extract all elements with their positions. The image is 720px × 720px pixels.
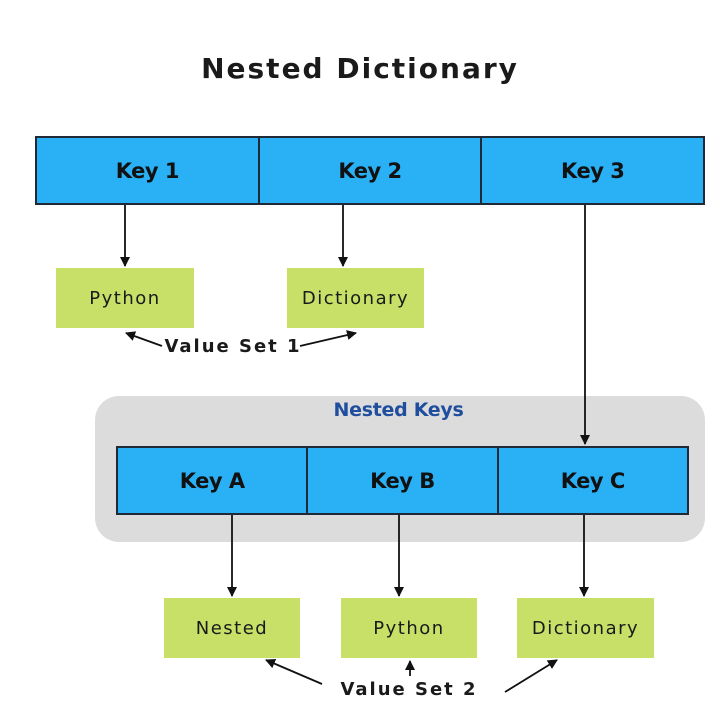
value-dictionary-1: Dictionary: [287, 268, 424, 328]
value-set-2-label: Value Set 2: [340, 679, 478, 700]
top-key-row: Key 1 Key 2 Key 3: [35, 136, 705, 205]
value-nested-2: Nested: [164, 598, 300, 658]
nested-key-row: Key A Key B Key C: [116, 446, 689, 515]
nested-keys-title: Nested Keys: [333, 399, 464, 421]
key-1: Key 1: [115, 158, 180, 183]
pointer-vs2-dictionary: [504, 659, 558, 693]
value-python-1: Python: [56, 268, 194, 328]
value-dictionary-2: Dictionary: [517, 598, 654, 658]
key-2: Key 2: [257, 138, 481, 203]
value-set-1-label: Value Set 1: [164, 336, 302, 357]
pointer-vs1-python: [125, 331, 163, 347]
value-python-2: Python: [341, 598, 477, 658]
pointer-vs1-dictionary: [299, 330, 357, 347]
key-a: Key A: [179, 468, 245, 493]
key-3: Key 3: [480, 138, 703, 203]
pointer-vs2-nested: [265, 658, 323, 685]
key-c: Key C: [496, 448, 687, 513]
key-b: Key B: [306, 448, 496, 513]
diagram-title: Nested Dictionary: [201, 52, 519, 85]
